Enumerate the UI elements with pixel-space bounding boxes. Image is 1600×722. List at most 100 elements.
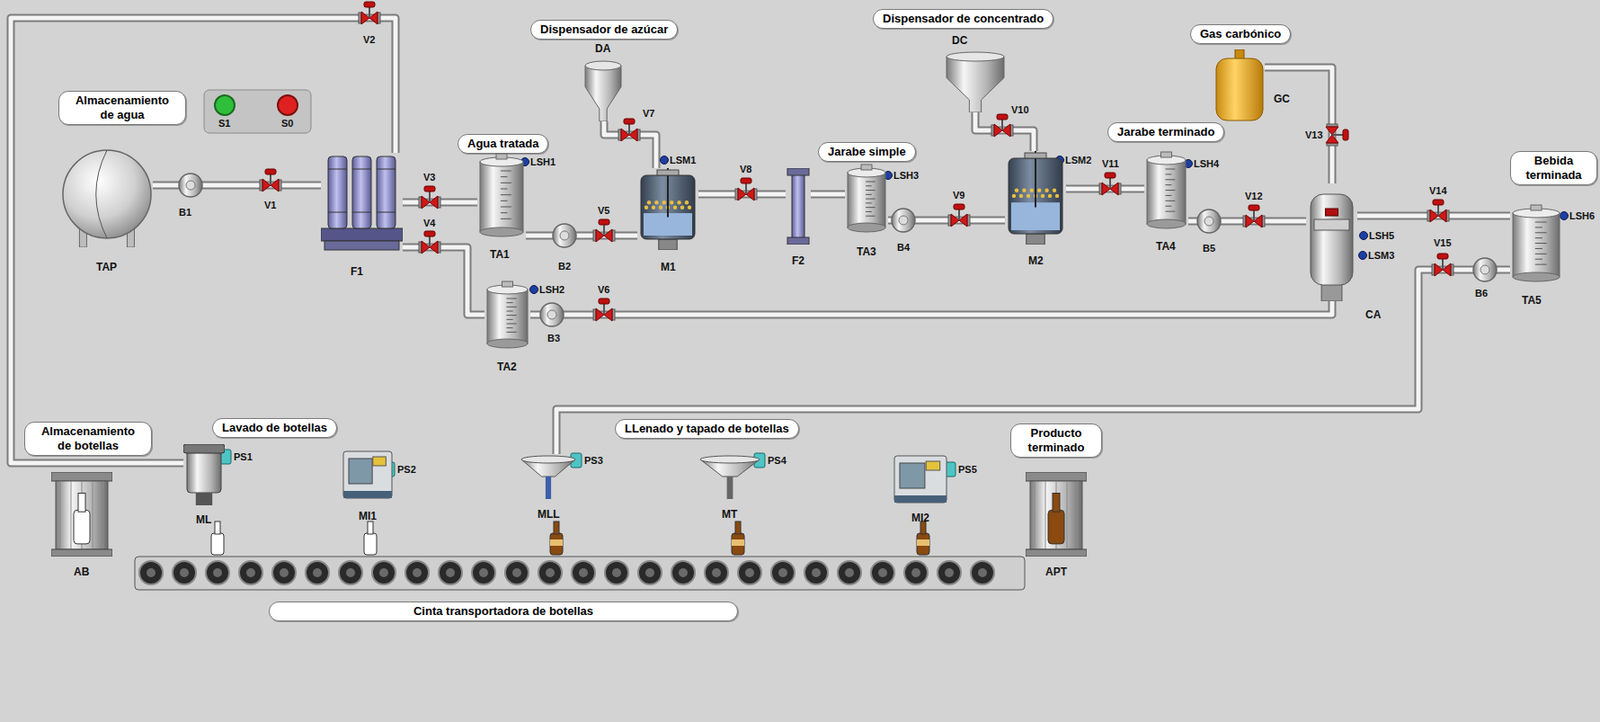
- level-scale: [500, 194, 512, 196]
- filter-cartridge: [352, 156, 372, 229]
- storage-rib: [71, 480, 72, 550]
- title-text: Lavado de botellas: [222, 420, 328, 436]
- pump-hub: [898, 215, 908, 225]
- valve-actuator: [364, 1, 375, 8]
- pipe-core: [604, 121, 657, 169]
- tank-bottom: [847, 222, 886, 232]
- filter-body: [791, 173, 805, 240]
- equipment-tag: F1: [350, 265, 364, 278]
- level-scale: [500, 176, 508, 178]
- equipment-tag: MI2: [911, 511, 930, 525]
- bottle-icon: [1052, 493, 1060, 513]
- sugar-dot: [673, 204, 677, 209]
- sugar-dot: [680, 204, 685, 209]
- instrument-tag: B6: [1475, 287, 1488, 299]
- instrument-tag: V12: [1244, 190, 1263, 202]
- instrument-tag: B4: [897, 241, 910, 253]
- level-scale: [865, 198, 876, 200]
- equipment-tag: CA: [1365, 308, 1381, 321]
- carbonator-body: [1310, 194, 1353, 285]
- level-scale: [865, 206, 876, 208]
- valve: [948, 204, 970, 227]
- level-scale: [1165, 211, 1176, 213]
- carbonator-stand: [1321, 283, 1343, 302]
- title-bubble: Almacenamiento de agua: [58, 90, 187, 125]
- machine-body: [343, 451, 392, 498]
- level-sensor: [1360, 231, 1369, 240]
- roller-hub: [645, 568, 655, 578]
- level-scale: [1535, 248, 1543, 249]
- valve-actuator: [996, 114, 1008, 120]
- valve-stem: [368, 7, 371, 18]
- level-scale: [1165, 173, 1173, 175]
- equipment-filter: F1: [320, 152, 403, 252]
- level-scale: [1535, 231, 1547, 233]
- pipe-outline: [888, 216, 1005, 225]
- conveyor-roller: [837, 560, 862, 585]
- valve-actuator: [424, 186, 436, 192]
- equipment-machine: MI1: [341, 449, 394, 500]
- roller-hub: [711, 568, 721, 578]
- pipe: [402, 247, 485, 315]
- conveyor-roller: [704, 560, 729, 585]
- roller-hub: [778, 568, 788, 578]
- instrument-tag: V9: [952, 189, 965, 201]
- roller-hub: [578, 568, 588, 578]
- machine-part: [925, 461, 941, 471]
- sugar-dot: [676, 200, 681, 205]
- level-scale: [506, 306, 516, 308]
- tank-body: [1146, 160, 1186, 224]
- valve-stem: [1001, 119, 1004, 131]
- conveyor-roller: [239, 560, 263, 585]
- roller-hub: [811, 568, 821, 578]
- sugar-dot: [1022, 187, 1026, 192]
- level-scale: [1165, 195, 1173, 196]
- equipment-drawing: [637, 168, 699, 250]
- level-scale: [1535, 253, 1547, 255]
- equipment-drawing: [785, 168, 811, 245]
- equipment-hopper: DA: [584, 58, 623, 122]
- title-text: Bebida terminada: [1520, 153, 1588, 183]
- bottle: [211, 533, 224, 555]
- hopper-body: [585, 65, 622, 122]
- level-scale: [506, 327, 513, 329]
- level-sensor: [530, 285, 539, 294]
- instrument-tag: V8: [739, 163, 752, 175]
- instrument-tag: V11: [1102, 158, 1120, 169]
- level-scale: [506, 323, 516, 325]
- valve: [418, 231, 441, 254]
- valve-actuator: [1248, 204, 1260, 211]
- level-scale: [865, 189, 876, 191]
- title-text: Jarabe terminado: [1117, 124, 1215, 140]
- equipment-drawing: [341, 449, 394, 500]
- tank-bottom: [487, 338, 528, 348]
- level-scale: [1165, 205, 1173, 207]
- instrument-tag: LSM2: [1065, 154, 1092, 166]
- instrument-tag: B1: [178, 206, 192, 218]
- instrument-tag: LSH2: [539, 284, 565, 295]
- valve-actuator: [740, 177, 752, 184]
- equipment-tag: TA1: [489, 248, 510, 261]
- instrument-tag: V10: [1011, 104, 1030, 116]
- conveyor-roller: [372, 560, 396, 585]
- pipe-core: [975, 112, 1034, 152]
- instrument-tag: V3: [423, 171, 436, 183]
- valve: [593, 219, 615, 242]
- storage-top: [1025, 471, 1087, 481]
- equipment-mixer: M2: [1004, 151, 1067, 245]
- level-scale: [506, 302, 513, 303]
- equipment-sphere: TAP: [61, 148, 153, 248]
- equipment-drawing: [1510, 204, 1563, 286]
- roller-hub: [213, 568, 223, 578]
- equipment-tag: TA3: [856, 245, 877, 258]
- pipe-core: [556, 269, 1511, 454]
- pump: [891, 208, 916, 232]
- level-scale: [500, 170, 512, 172]
- filter-base: [324, 240, 400, 250]
- equipment-gas: GC: [1214, 49, 1265, 123]
- level-scale: [1165, 184, 1173, 186]
- level-scale: [1535, 222, 1547, 223]
- tank-lid: [1530, 204, 1542, 211]
- conveyor-roller: [305, 560, 329, 585]
- bottle-neck: [553, 521, 560, 534]
